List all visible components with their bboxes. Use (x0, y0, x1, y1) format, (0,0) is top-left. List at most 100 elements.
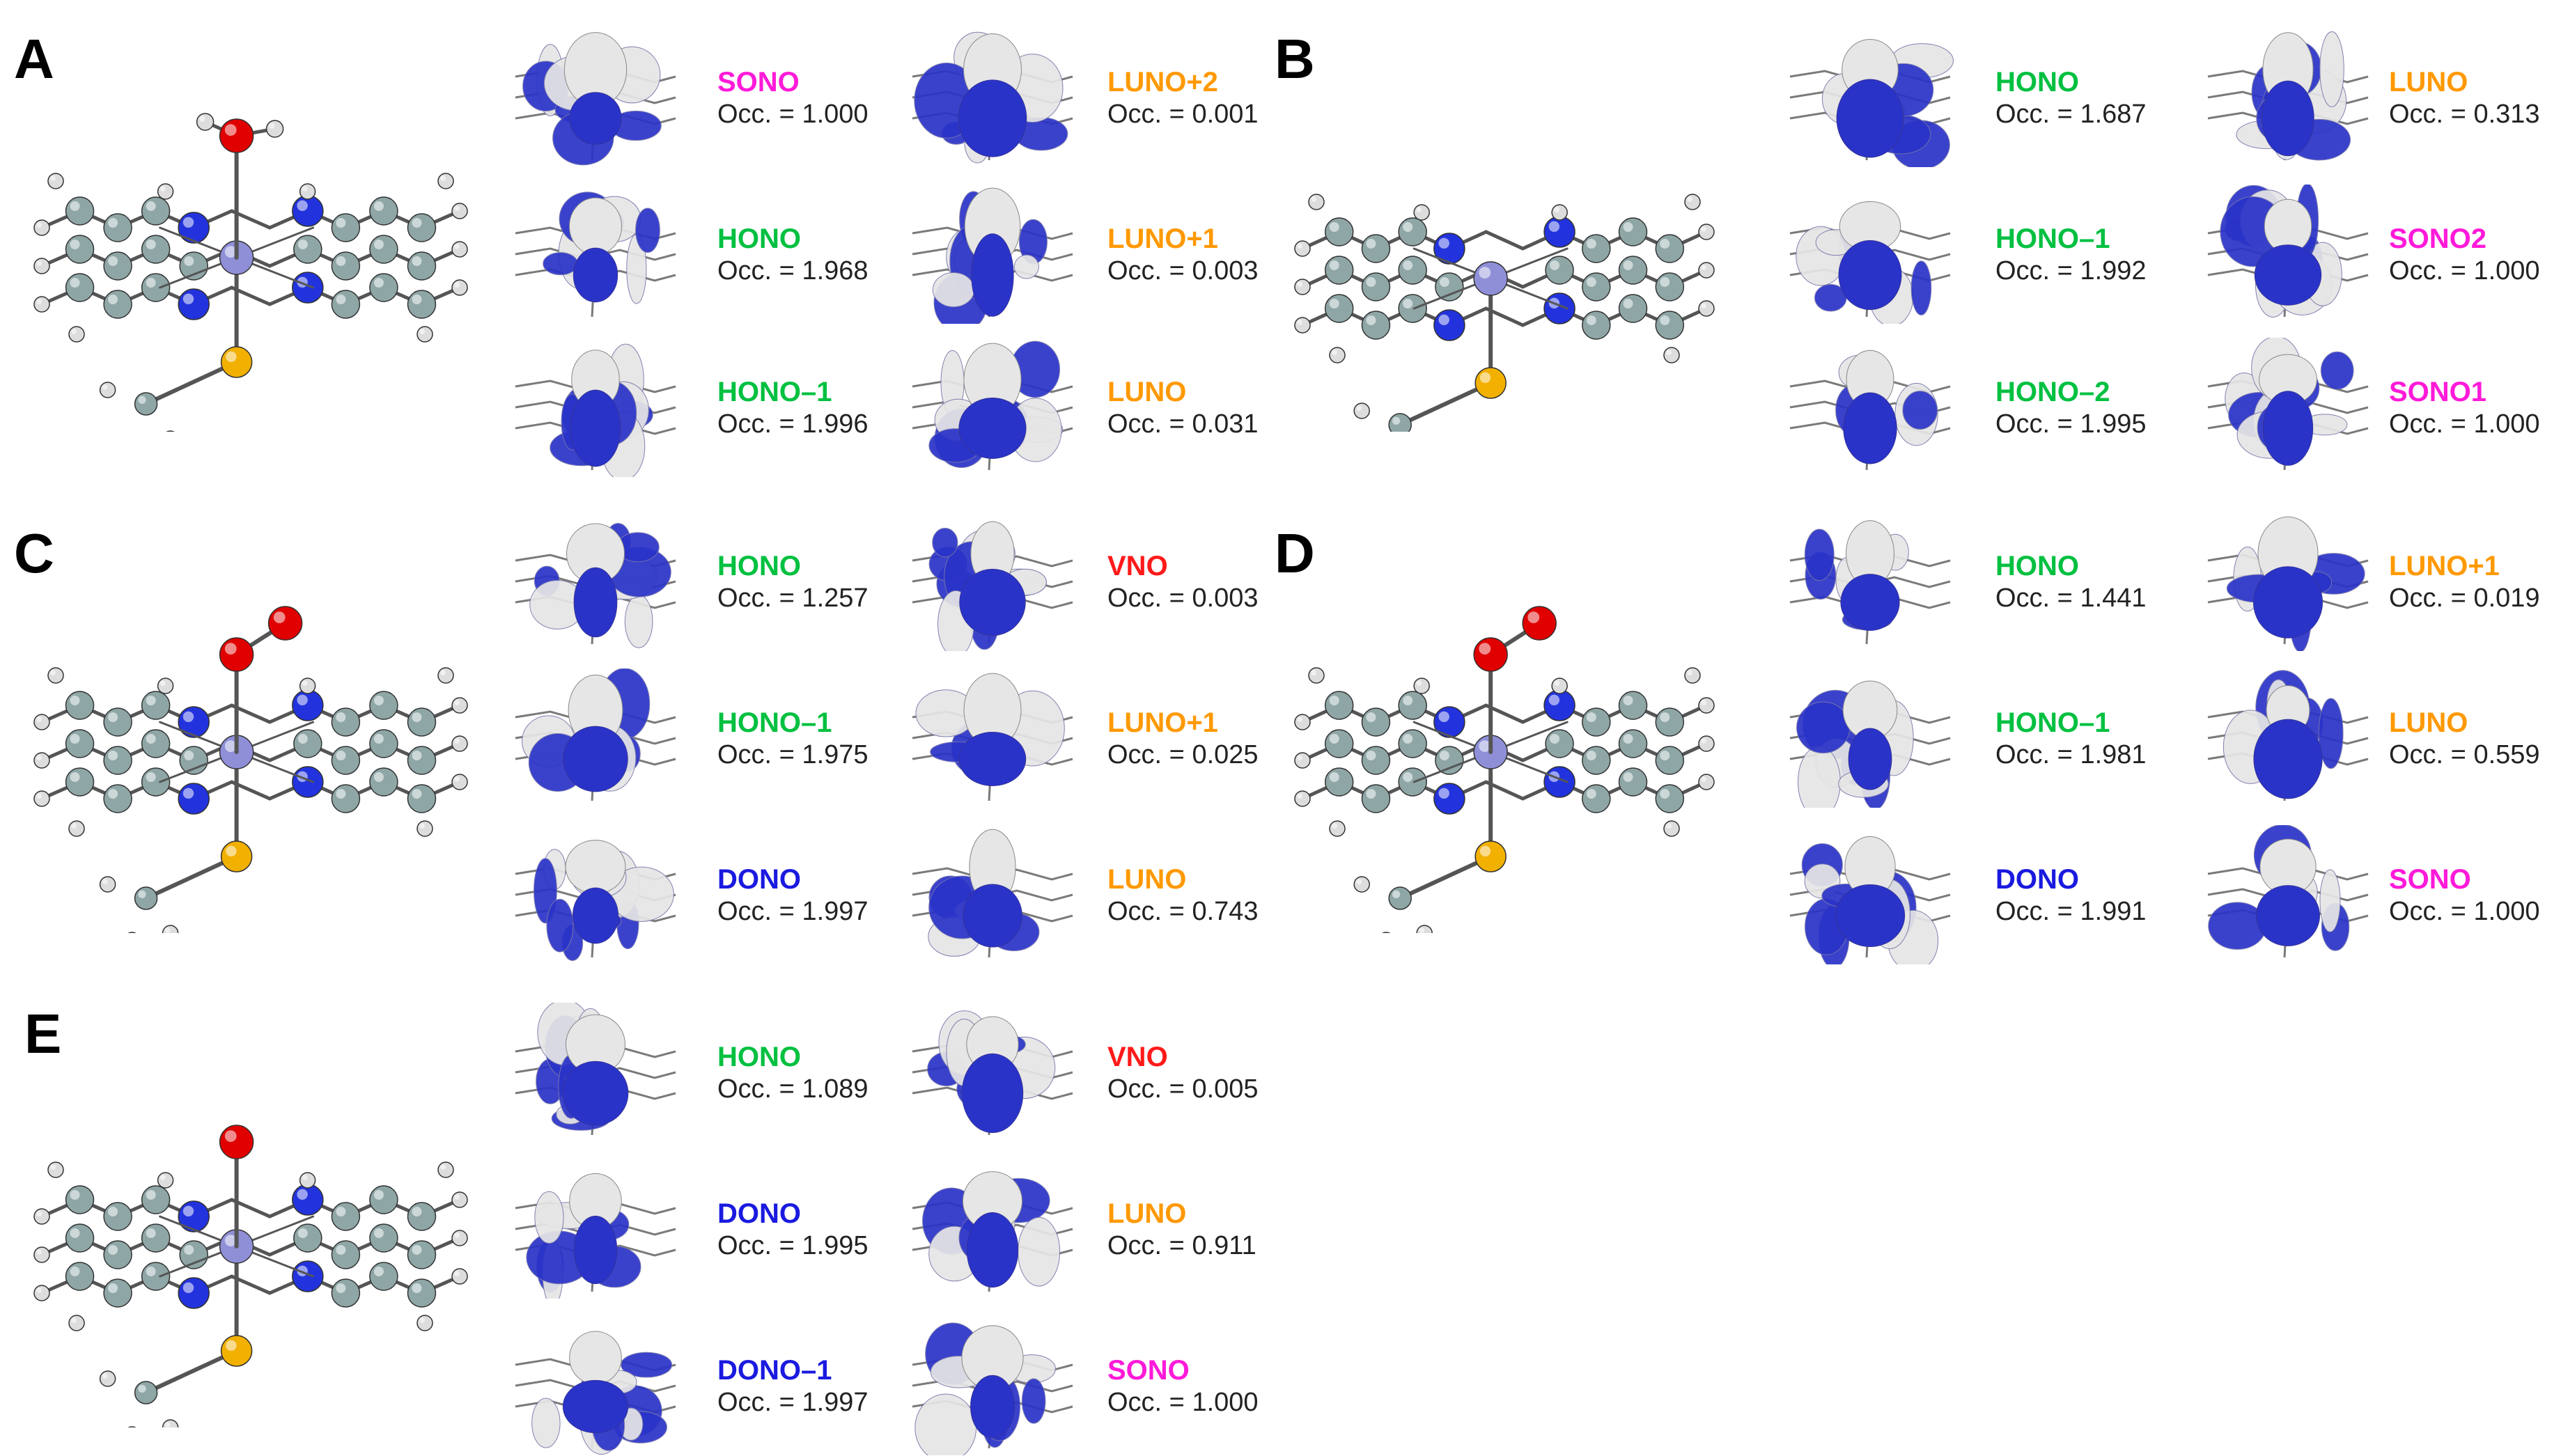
carbon-atom (65, 196, 95, 226)
carbon-atom (1618, 767, 1648, 797)
hydrogen-atom (33, 1285, 50, 1301)
orbital-isosurface (2207, 670, 2369, 801)
carbon-atom (407, 746, 437, 775)
hydrogen-atom (1698, 224, 1715, 240)
occupancy-prefix: Occ. = (1107, 100, 1185, 130)
orbital-occupancy: Occ. = 1.687 (1995, 99, 2147, 130)
orbital-lobe-positive (2252, 566, 2323, 639)
orbital-isosurface (515, 1003, 676, 1136)
carbon-atom (369, 767, 398, 797)
hydrogen-atom (157, 678, 174, 694)
bond (1398, 381, 1493, 427)
orbital-lobe-positive (546, 898, 574, 953)
carbon-atom (369, 1223, 398, 1253)
orbital-isosurface (1789, 350, 1951, 471)
occupancy-value: 1.000 (1192, 1388, 1259, 1418)
orbital-name: LUNO+2 (1107, 67, 1218, 97)
hydrogen-atom (157, 183, 174, 200)
carbon-atom (1618, 256, 1648, 285)
carbon-atom (1398, 256, 1427, 285)
orbital-lobe-positive (572, 887, 619, 944)
orbital-lobe-positive (2254, 244, 2322, 306)
nitrogen-atom (178, 288, 210, 320)
carbon-atom (141, 273, 171, 302)
orbital-lobe-positive (1848, 728, 1892, 790)
orbital-name: LUNO+1 (1107, 707, 1218, 738)
carbon-atom (1398, 767, 1427, 797)
orbital-lobe-positive (958, 79, 1027, 157)
orbital-lobe-positive (563, 726, 628, 792)
hydrogen-atom (33, 258, 50, 274)
orbital-isosurface (2207, 338, 2369, 471)
orbital-lobe-positive (1840, 574, 1900, 631)
hydrogen-atom (1698, 262, 1715, 279)
orbital-lobe-positive (1902, 391, 1938, 430)
hydrogen-atom (47, 667, 64, 684)
orbital-occupancy: Occ. = 0.313 (2389, 99, 2540, 130)
orbital-isosurface (912, 1010, 1073, 1136)
carbon-atom (407, 213, 437, 242)
orbital-lobe-positive (543, 252, 579, 276)
nitrogen-atom (1433, 233, 1465, 265)
occupancy-prefix: Occ. = (1107, 1388, 1185, 1418)
orbital-isosurface (2207, 825, 2369, 958)
occupancy-value: 1.257 (802, 584, 869, 613)
orbital-lobe-positive (966, 1212, 1019, 1288)
carbon-atom (1398, 217, 1427, 246)
carbon-atom (1324, 256, 1354, 285)
hydrogen-atom (1294, 790, 1311, 807)
carbon-atom (103, 213, 132, 242)
orbital-lobe-positive (971, 233, 1014, 317)
occupancy-prefix: Occ. = (717, 1074, 795, 1104)
hydrogen-atom (33, 790, 50, 807)
hydrogen-atom (1308, 667, 1325, 684)
carbon-atom (103, 1278, 132, 1308)
occupancy-prefix: Occ. = (1107, 1231, 1185, 1261)
carbon-atom (1324, 729, 1354, 758)
orbital-lobe-positive (970, 1375, 1015, 1439)
orbital-lobe-positive (1835, 884, 1906, 948)
orbital-name: DONO–1 (717, 1355, 832, 1386)
hydrogen-atom (99, 1370, 116, 1387)
orbital-occupancy: Occ. = 0.019 (2389, 583, 2540, 614)
hydrogen-atom (47, 1161, 64, 1178)
orbital-lobe-positive (562, 1379, 629, 1434)
orbital-name: SONO (2389, 864, 2471, 895)
panel-label-a: A (14, 28, 54, 90)
oxygen-atom (267, 606, 303, 641)
carbon-atom (1655, 234, 1685, 263)
nitrogen-atom (1543, 766, 1575, 798)
carbon-atom (1324, 691, 1354, 720)
bond (143, 1349, 239, 1395)
orbital-lobe-negative (624, 594, 653, 648)
hydrogen-atom (451, 1230, 468, 1246)
orbital-occupancy: Occ. = 0.003 (1107, 583, 1259, 614)
carbon-atom (1655, 707, 1685, 737)
occupancy-prefix: Occ. = (2389, 584, 2466, 613)
hydrogen-atom (68, 820, 85, 837)
carbon-atom (103, 707, 132, 737)
carbon-atom (134, 392, 158, 416)
hydrogen-atom (1294, 240, 1311, 257)
carbon-atom (407, 1240, 437, 1269)
orbital-name: SONO1 (2389, 377, 2487, 407)
carbon-atom (369, 196, 398, 226)
orbital-isosurface (515, 668, 676, 801)
occupancy-prefix: Occ. = (717, 584, 795, 613)
sulfur-atom (220, 346, 253, 378)
carbon-atom (103, 784, 132, 813)
nitrogen-atom (1433, 706, 1465, 738)
orbital-lobe-positive (2318, 698, 2344, 769)
orbital-isosurface (912, 673, 1073, 801)
occupancy-prefix: Occ. = (717, 1231, 795, 1261)
orbital-name: HONO (1995, 551, 2079, 581)
hydrogen-atom (1382, 932, 1391, 933)
